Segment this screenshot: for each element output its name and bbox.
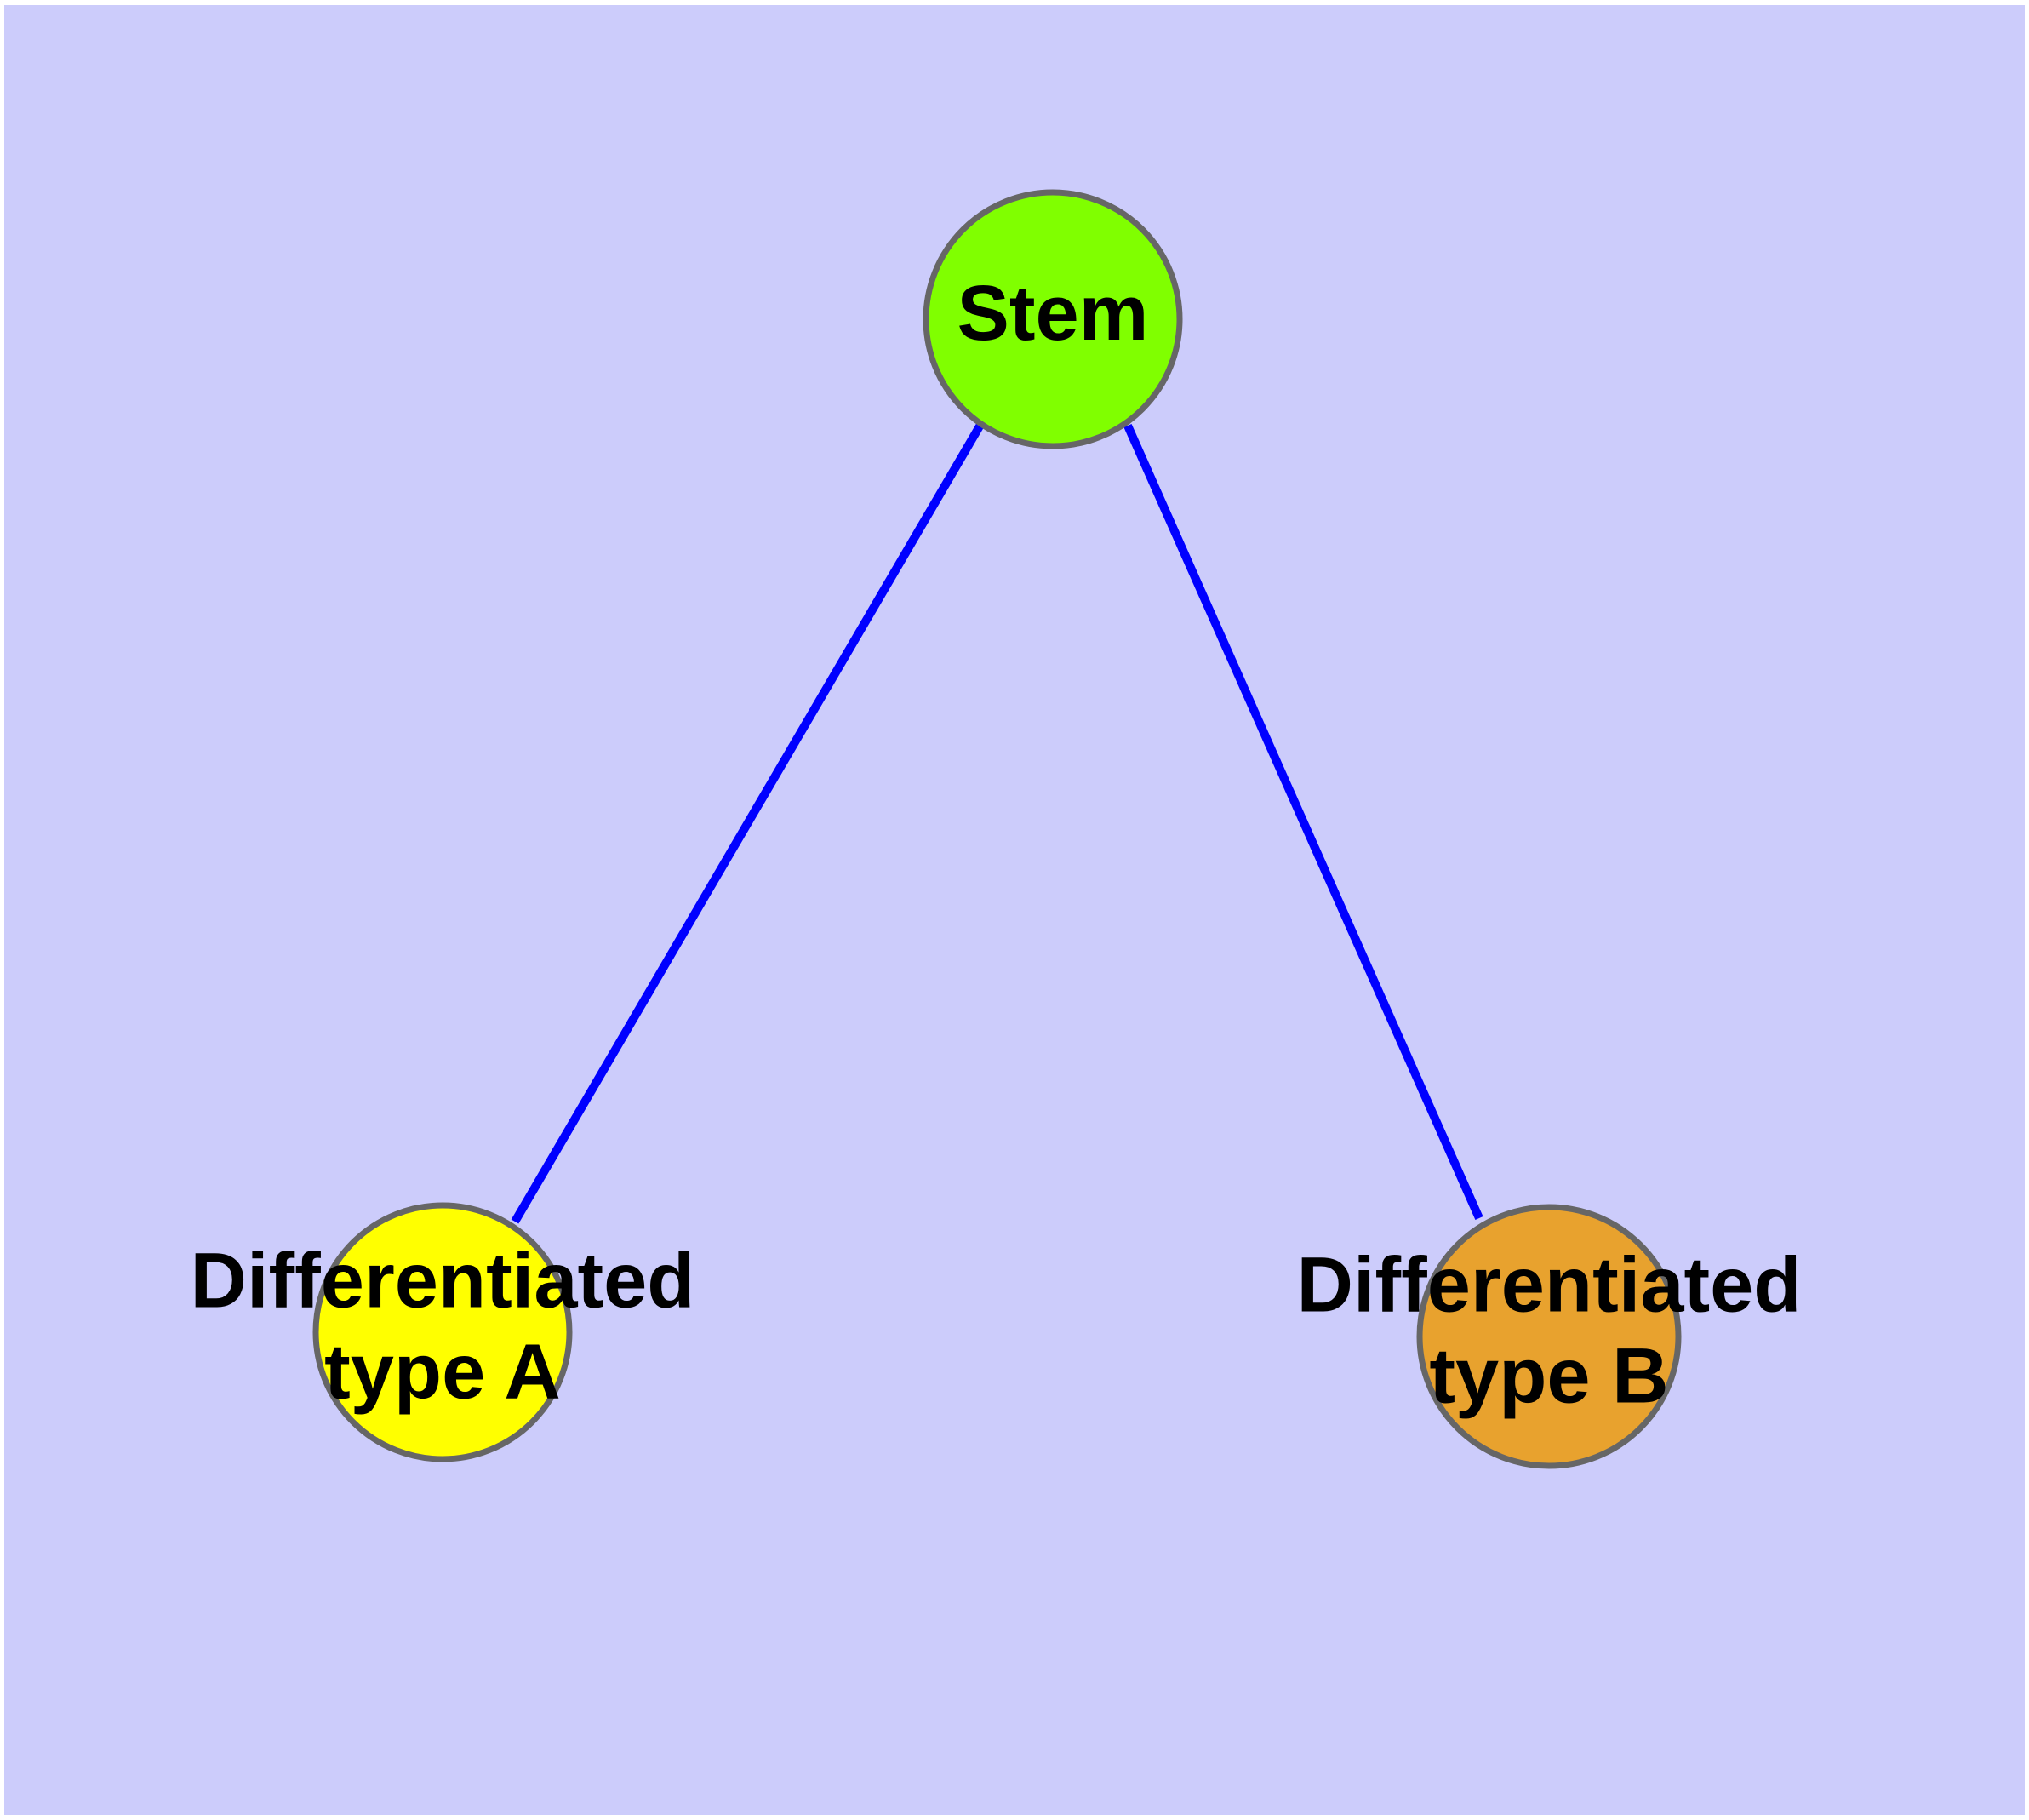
node-label-line: type A xyxy=(324,1329,561,1416)
node-differentiated-type-b-circle[interactable] xyxy=(1416,1204,1682,1469)
node-label-line: Differentiated xyxy=(1297,1242,1802,1329)
node-stem-circle[interactable] xyxy=(923,189,1183,449)
node-label-line: type B xyxy=(1429,1333,1668,1420)
node-label-line: Differentiated xyxy=(191,1238,695,1325)
node-label-line: Stem xyxy=(957,270,1149,357)
edge-layer xyxy=(511,422,1483,1224)
node-stem-label: Stem xyxy=(957,270,1149,357)
node-differentiated-type-a-circle[interactable] xyxy=(312,1202,573,1462)
edge-stem-to-differentiated-type-b[interactable] xyxy=(1123,423,1483,1221)
node-stem[interactable]: Stem xyxy=(923,189,1183,449)
edge-stem-to-differentiated-type-a[interactable] xyxy=(511,422,985,1224)
